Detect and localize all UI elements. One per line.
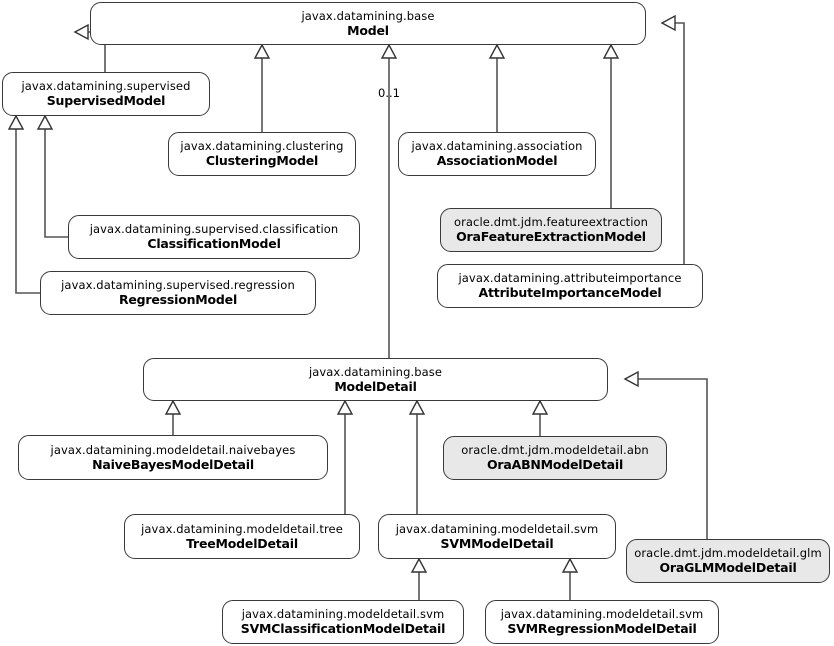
generalization-arrow-orafeatureextractionmodel — [602, 43, 620, 59]
class-package-label: javax.datamining.base — [301, 8, 435, 23]
edge-attributeimportancemodel-to-model — [662, 22, 685, 264]
generalization-arrow-regressionmodel — [7, 114, 25, 130]
generalization-arrow-svmregressionmodeldetail — [561, 557, 579, 573]
class-name-label: AssociationModel — [436, 153, 558, 169]
class-package-label: javax.datamining.modeldetail.svm — [500, 607, 704, 622]
generalization-arrow-classificationmodel — [36, 114, 54, 130]
class-name-label: SupervisedModel — [46, 93, 166, 109]
class-package-label: javax.datamining.modeldetail.svm — [241, 607, 445, 622]
class-name-label: TreeModelDetail — [186, 535, 298, 551]
class-name-label: SVMModelDetail — [440, 535, 554, 551]
class-name-label: OraFeatureExtractionModel — [456, 229, 646, 245]
generalization-arrow-associationmodel — [488, 43, 506, 59]
class-node-classificationmodel[interactable]: javax.datamining.supervised.classificati… — [68, 215, 360, 259]
class-name-label: AttributeImportanceModel — [478, 285, 662, 301]
class-package-label: javax.datamining.association — [411, 139, 583, 154]
class-node-model[interactable]: javax.datamining.base Model — [90, 2, 646, 45]
generalization-arrow-naivebayesmodeldetail — [164, 399, 182, 415]
class-node-associationmodel[interactable]: javax.datamining.association Association… — [398, 132, 596, 176]
class-package-label: javax.datamining.supervised.classificati… — [89, 222, 339, 237]
generalization-arrow-treemodeldetail — [336, 399, 354, 415]
class-node-svmclassificationmodeldetail[interactable]: javax.datamining.modeldetail.svm SVMClas… — [222, 600, 464, 644]
edge-classificationmodel-to-supervisedmodel — [44, 128, 68, 238]
class-package-label: oracle.dmt.jdm.modeldetail.glm — [634, 546, 822, 561]
class-name-label: ClusteringModel — [205, 153, 319, 169]
generalization-arrow-oraabnmodeldetail — [531, 399, 549, 415]
class-name-label: NaiveBayesModelDetail — [92, 456, 254, 472]
class-node-modeldetail[interactable]: javax.datamining.base ModelDetail — [143, 358, 608, 401]
class-node-attributeimportancemodel[interactable]: javax.datamining.attributeimportance Att… — [437, 264, 703, 308]
class-node-oraglmmodeldetail[interactable]: oracle.dmt.jdm.modeldetail.glm OraGLMMod… — [626, 539, 830, 583]
class-node-clusteringmodel[interactable]: javax.datamining.clustering ClusteringMo… — [168, 132, 356, 176]
generalization-arrow-attributeimportancemodel — [660, 14, 676, 32]
class-name-label: SVMClassificationModelDetail — [240, 621, 446, 637]
class-package-label: javax.datamining.attributeimportance — [458, 271, 682, 286]
class-package-label: javax.datamining.supervised.regression — [61, 278, 295, 293]
class-name-label: Model — [347, 22, 389, 38]
class-package-label: javax.datamining.supervised — [21, 79, 191, 94]
class-package-label: oracle.dmt.jdm.modeldetail.abn — [461, 443, 649, 458]
class-package-label: javax.datamining.clustering — [180, 139, 344, 154]
class-node-svmmodeldetail[interactable]: javax.datamining.modeldetail.svm SVMMode… — [378, 514, 616, 559]
generalization-arrow-oraglmmodeldetail — [623, 370, 639, 388]
class-name-label: SVMRegressionModelDetail — [507, 621, 697, 637]
generalization-arrow-svmmodeldetail — [408, 399, 426, 415]
generalization-arrow-supervisedmodel — [73, 23, 89, 41]
class-node-svmregressionmodeldetail[interactable]: javax.datamining.modeldetail.svm SVMRegr… — [485, 600, 719, 644]
generalization-arrow-clusteringmodel — [253, 43, 271, 59]
class-package-label: javax.datamining.modeldetail.tree — [141, 521, 343, 536]
class-node-regressionmodel[interactable]: javax.datamining.supervised.regression R… — [40, 271, 316, 315]
class-node-naivebayesmodeldetail[interactable]: javax.datamining.modeldetail.naivebayes … — [18, 435, 328, 480]
class-node-supervisedmodel[interactable]: javax.datamining.supervised SupervisedMo… — [2, 72, 210, 116]
class-name-label: RegressionModel — [118, 292, 238, 308]
generalization-arrow-modeldetail-to-model — [380, 43, 398, 59]
generalization-arrow-svmclassificationmodeldetail — [410, 557, 428, 573]
class-package-label: oracle.dmt.jdm.featureextraction — [453, 215, 649, 230]
class-node-oraabnmodeldetail[interactable]: oracle.dmt.jdm.modeldetail.abn OraABNMod… — [443, 436, 667, 480]
class-name-label: ModelDetail — [334, 378, 417, 394]
class-package-label: javax.datamining.modeldetail.naivebayes — [50, 442, 296, 457]
edge-regressionmodel-to-supervisedmodel — [15, 128, 40, 294]
class-package-label: javax.datamining.base — [308, 364, 443, 379]
class-name-label: OraABNModelDetail — [486, 457, 624, 473]
class-package-label: javax.datamining.modeldetail.svm — [395, 521, 599, 536]
class-node-orafeatureextractionmodel[interactable]: oracle.dmt.jdm.featureextraction OraFeat… — [440, 208, 662, 252]
multiplicity-label-0-1: 0..1 — [378, 86, 400, 100]
class-name-label: OraGLMModelDetail — [659, 560, 797, 576]
class-name-label: ClassificationModel — [147, 236, 281, 252]
class-node-treemodeldetail[interactable]: javax.datamining.modeldetail.tree TreeMo… — [124, 514, 360, 559]
